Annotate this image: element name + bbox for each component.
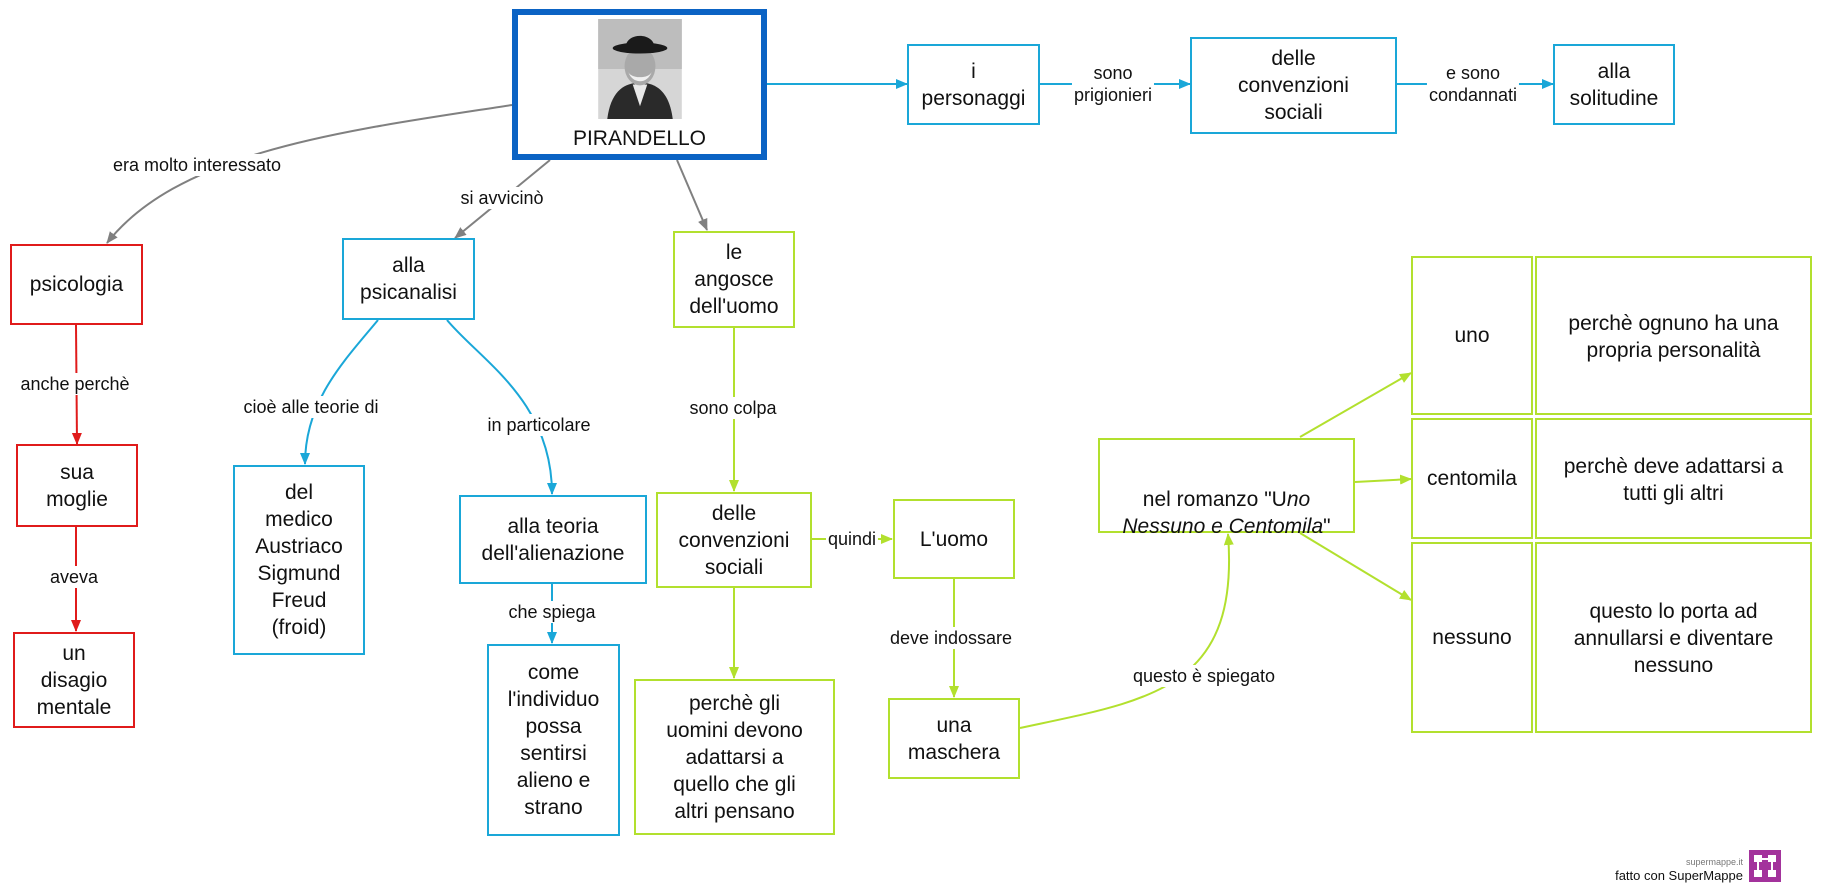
link-uno <box>1299 372 1412 438</box>
pirandello-label: PIRANDELLO <box>572 127 707 150</box>
node-pirandello[interactable]: PIRANDELLO <box>512 9 767 160</box>
node-uno[interactable]: uno <box>1411 256 1533 415</box>
label-colpa: sono colpa <box>687 397 779 419</box>
link-centomila <box>1354 474 1412 485</box>
node-maschera[interactable]: una maschera <box>888 698 1020 779</box>
node-psicanalisi[interactable]: alla psicanalisi <box>342 238 475 320</box>
node-convenzioni-mid[interactable]: delle convenzioni sociali <box>656 492 812 588</box>
link-particolare <box>446 319 557 495</box>
romanzo-text-b: " <box>1323 515 1331 538</box>
node-angosce[interactable]: le angosce dell'uomo <box>673 231 795 328</box>
label-avvicino: si avvicinò <box>458 187 546 209</box>
label-spiega: che spiega <box>506 601 598 623</box>
link-angosce <box>676 159 708 231</box>
node-centomila-desc[interactable]: perchè deve adattarsi a tutti gli altri <box>1535 418 1812 539</box>
node-uomo[interactable]: L'uomo <box>893 499 1015 579</box>
label-teorie-di: cioè alle teorie di <box>241 396 381 418</box>
label-prigionieri: sono prigionieri <box>1071 62 1155 106</box>
portrait-image <box>597 19 682 119</box>
label-anche-perche: anche perchè <box>18 373 132 395</box>
romanzo-title: no Nessuno e Centomila <box>1122 488 1324 538</box>
supermappe-watermark: supermappe.it fatto con SuperMappe <box>1615 850 1781 882</box>
link-interessato <box>106 104 513 244</box>
romanzo-text-a: nel romanzo "U <box>1142 488 1287 511</box>
node-personaggi[interactable]: i personaggi <box>907 44 1040 125</box>
node-freud[interactable]: del medico Austriaco Sigmund Freud (froi… <box>233 465 365 655</box>
watermark-site: supermappe.it <box>1685 857 1743 867</box>
label-quindi: quindi <box>825 528 879 550</box>
node-perche-uomini[interactable]: perchè gli uomini devono adattarsi a que… <box>634 679 835 835</box>
node-convenzioni-top[interactable]: delle convenzioni sociali <box>1190 37 1397 134</box>
label-indossare: deve indossare <box>887 627 1015 649</box>
label-interessato: era molto interessato <box>110 154 284 176</box>
node-psicologia[interactable]: psicologia <box>10 244 143 325</box>
watermark-made-with: fatto con SuperMappe <box>1615 868 1743 883</box>
node-moglie[interactable]: sua moglie <box>16 444 138 527</box>
node-solitudine[interactable]: alla solitudine <box>1553 44 1675 125</box>
link-spiegato <box>1019 533 1234 729</box>
label-aveva: aveva <box>47 566 101 588</box>
label-condannati: e sono condannati <box>1426 62 1520 106</box>
node-uno-desc[interactable]: perchè ognuno ha una propria personalità <box>1535 256 1812 415</box>
node-centomila[interactable]: centomila <box>1411 418 1533 539</box>
node-disagio[interactable]: un disagio mentale <box>13 632 135 728</box>
node-nessuno-desc[interactable]: questo lo porta ad annullarsi e diventar… <box>1535 542 1812 733</box>
link-nessuno <box>1299 532 1412 601</box>
node-individuo[interactable]: come l'individuo possa sentirsi alieno e… <box>487 644 620 836</box>
node-romanzo[interactable]: nel romanzo "Uno Nessuno e Centomila" <box>1098 438 1355 538</box>
link-teorie <box>300 319 379 465</box>
node-nessuno[interactable]: nessuno <box>1411 542 1533 733</box>
label-spiegato: questo è spiegato <box>1130 665 1278 687</box>
supermappe-logo-icon <box>1749 850 1781 882</box>
label-particolare: in particolare <box>485 414 593 436</box>
node-alienazione[interactable]: alla teoria dell'alienazione <box>459 495 647 584</box>
